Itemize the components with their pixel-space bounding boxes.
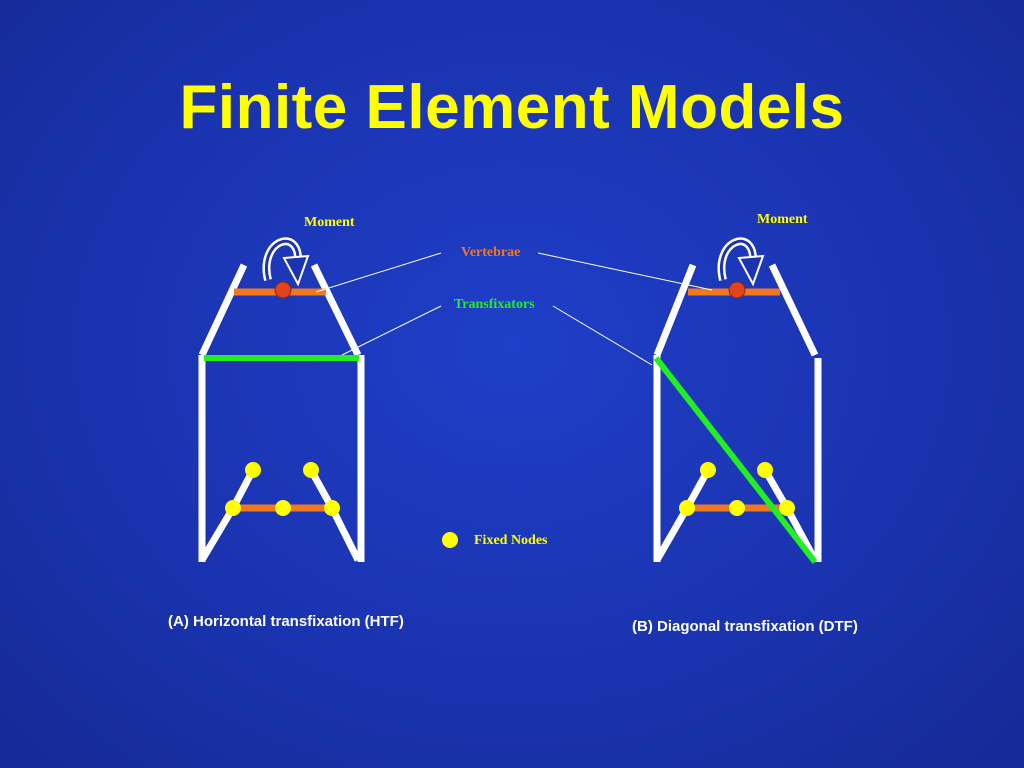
model-a-fixed-node <box>245 462 261 478</box>
model-b-moment-arrowhead <box>737 254 765 287</box>
model-a-htf <box>198 237 365 562</box>
caption-b: (B) Diagonal transfixation (DTF) <box>632 618 858 635</box>
vertebrae-label: Vertebrae <box>461 245 520 260</box>
model-b-fixed-node <box>679 500 695 516</box>
legend: Fixed Nodes <box>442 532 548 548</box>
model-b-frame-lower-left <box>653 506 691 562</box>
transfixators-leader-left <box>341 305 442 356</box>
fixed-nodes-label: Fixed Nodes <box>474 533 548 548</box>
model-b-vertebra-node <box>728 281 746 299</box>
model-a-moment-arrowhead <box>282 254 310 287</box>
model-b-fixed-node <box>779 500 795 516</box>
model-a-fixed-node <box>303 462 319 478</box>
model-b-fixed-node <box>729 500 745 516</box>
model-a-fixed-node <box>324 500 340 516</box>
leader-lines <box>315 252 713 366</box>
model-a-frame-upper-left <box>198 263 248 357</box>
caption-a: (A) Horizontal transfixation (HTF) <box>168 613 404 630</box>
vertebrae-leader-left <box>315 252 442 293</box>
model-b-fixed-node <box>700 462 716 478</box>
model-a-vertebra-node <box>274 281 292 299</box>
model-b-dtf <box>653 237 822 564</box>
fixed-node-legend-icon <box>442 532 458 548</box>
model-a-frame-lower-left <box>198 506 237 562</box>
page-title: Finite Element Models <box>179 73 845 142</box>
model-b-fixed-node <box>757 462 773 478</box>
model-b-transfixator <box>653 356 818 564</box>
vertebrae-leader-right <box>537 252 713 291</box>
model-b-frame-upper-right <box>768 263 819 357</box>
moment-label-left: Moment <box>304 215 355 230</box>
model-b-frame-upper-left <box>653 263 697 357</box>
model-a-frame-upper-right <box>310 263 362 357</box>
transfixators-label: Transfixators <box>454 297 535 312</box>
model-a-moment-arrow-inner <box>265 239 300 281</box>
model-a-fixed-node <box>275 500 291 516</box>
transfixators-leader-right <box>552 305 653 366</box>
model-a-fixed-node <box>225 500 241 516</box>
model-a-frame-lower-right <box>328 506 362 562</box>
moment-label-right: Moment <box>757 212 808 227</box>
model-b-moment-arrow-inner <box>720 239 755 281</box>
